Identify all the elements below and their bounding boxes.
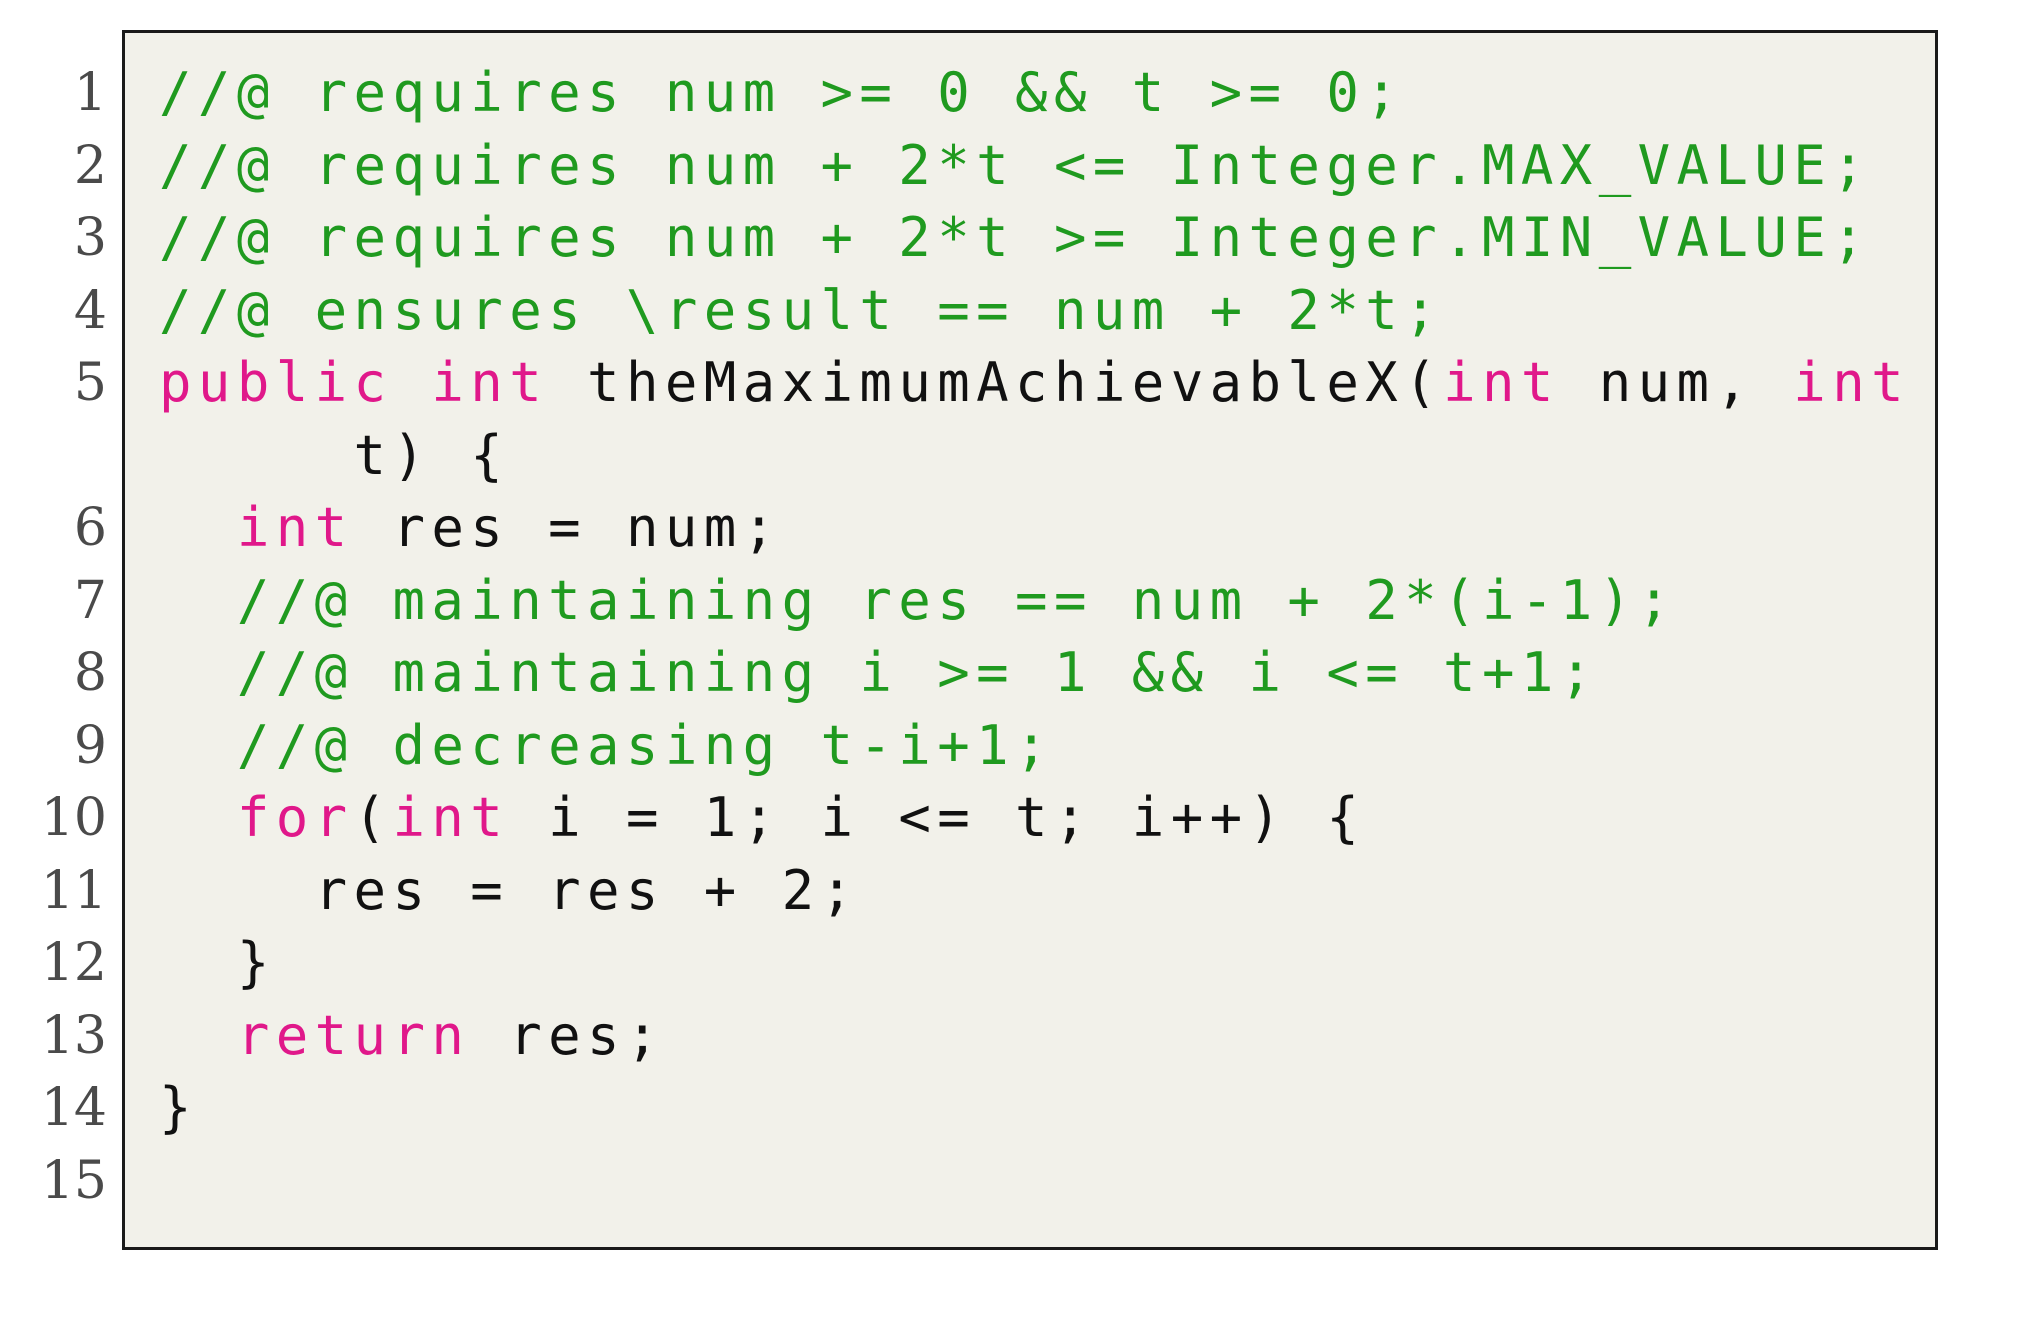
code-text: return res; bbox=[159, 1000, 665, 1072]
code-token-plain: } bbox=[159, 1076, 198, 1139]
code-line: 8 //@ maintaining i >= 1 && i <= t+1; bbox=[74, 637, 1935, 709]
line-number: 1 bbox=[73, 63, 107, 123]
code-line: 7 //@ maintaining res == num + 2*(i-1); bbox=[74, 565, 1935, 637]
code-token-comment: //@ requires num >= 0 && t >= 0; bbox=[159, 61, 1405, 124]
code-token-keyword: public bbox=[159, 351, 393, 414]
code-token-keyword: int bbox=[431, 351, 549, 414]
code-text: //@ maintaining i >= 1 && i <= t+1; bbox=[159, 637, 1599, 709]
code-token-plain: num, bbox=[1559, 351, 1794, 414]
code-token-plain bbox=[159, 641, 237, 704]
line-number: 6 bbox=[73, 498, 107, 558]
code-token-plain: res = res + 2; bbox=[159, 858, 860, 922]
code-token-plain bbox=[159, 786, 237, 849]
code-token-plain: theMaximumAchievableX( bbox=[548, 351, 1444, 414]
code-token-keyword: for bbox=[236, 786, 354, 849]
code-token-comment: //@ requires num + 2*t >= Integer.MIN_VA… bbox=[159, 206, 1872, 269]
code-token-plain: ( bbox=[353, 786, 393, 849]
code-line: 10 for(int i = 1; i <= t; i++) { bbox=[41, 782, 1935, 854]
code-line: 4 //@ ensures \result == num + 2*t; bbox=[74, 275, 1935, 347]
code-text: //@ decreasing t-i+1; bbox=[159, 710, 1054, 782]
code-token-comment: //@ requires num + 2*t <= Integer.MAX_VA… bbox=[159, 133, 1872, 197]
code-token-keyword: return bbox=[236, 1003, 471, 1067]
line-number: 7 bbox=[73, 570, 107, 631]
code-token-plain: } bbox=[159, 931, 276, 994]
code-line: 13 return res; bbox=[41, 1000, 1935, 1072]
code-line: 12 } bbox=[41, 927, 1935, 999]
line-number: 4 bbox=[73, 280, 107, 341]
line-number: 2 bbox=[73, 135, 107, 196]
code-token-keyword: int bbox=[1793, 351, 1911, 414]
code-line: 11 res = res + 2; bbox=[41, 855, 1935, 927]
code-token-plain bbox=[159, 714, 237, 777]
code-line: 3 //@ requires num + 2*t >= Integer.MIN_V… bbox=[74, 202, 1935, 274]
code-token-comment: //@ maintaining res == num + 2*(i-1); bbox=[236, 568, 1677, 632]
code-text: //@ maintaining res == num + 2*(i-1); bbox=[159, 565, 1677, 637]
code-token-plain bbox=[159, 569, 237, 632]
line-number: 13 bbox=[40, 1005, 107, 1066]
code-token-plain bbox=[392, 351, 431, 414]
line-number: 8 bbox=[73, 643, 107, 703]
code-line: 14} bbox=[41, 1072, 1935, 1144]
code-text: } bbox=[159, 1072, 198, 1144]
code-text: res = res + 2; bbox=[159, 855, 859, 927]
line-number: 5 bbox=[73, 353, 107, 413]
code-token-comment: //@ ensures \result == num + 2*t; bbox=[159, 278, 1444, 342]
code-token-keyword: int bbox=[236, 496, 354, 559]
code-text: public int theMaximumAchievableX(int num… bbox=[159, 347, 1910, 419]
code-listing: 1 //@ requires num >= 0 && t >= 0; 2 //@ re… bbox=[41, 30, 1938, 1250]
line-number: 10 bbox=[40, 788, 107, 848]
code-token-comment: //@ decreasing t-i+1; bbox=[236, 713, 1054, 777]
code-line: 15 bbox=[41, 1145, 1935, 1217]
code-token-plain bbox=[159, 1004, 237, 1067]
line-number: 14 bbox=[40, 1078, 107, 1138]
code-line: 9 //@ decreasing t-i+1; bbox=[74, 710, 1935, 782]
code-text: //@ requires num >= 0 && t >= 0; bbox=[159, 57, 1404, 129]
code-token-plain: res; bbox=[470, 1003, 665, 1067]
code-text: //@ ensures \result == num + 2*t; bbox=[159, 275, 1443, 347]
code-line: 2 //@ requires num + 2*t <= Integer.MAX_V… bbox=[74, 130, 1935, 202]
code-token-keyword: int bbox=[1443, 351, 1560, 414]
code-line: 1 //@ requires num >= 0 && t >= 0; bbox=[74, 57, 1935, 129]
code-token-plain: i = 1; i <= t; i++) { bbox=[509, 786, 1366, 849]
code-line: 6 int res = num; bbox=[74, 492, 1935, 564]
code-text: //@ requires num + 2*t <= Integer.MAX_VA… bbox=[159, 130, 1871, 202]
line-number: 9 bbox=[73, 715, 107, 776]
code-text: for(int i = 1; i <= t; i++) { bbox=[159, 782, 1365, 854]
line-number: 3 bbox=[73, 208, 107, 268]
code-text: int res = num; bbox=[159, 492, 782, 564]
code-token-plain: res = num; bbox=[353, 496, 782, 559]
code-token-comment: //@ maintaining i >= 1 && i <= t+1; bbox=[236, 641, 1599, 704]
code-token-plain bbox=[159, 496, 237, 559]
line-number: 11 bbox=[40, 860, 107, 921]
line-number: 15 bbox=[40, 1150, 107, 1211]
line-number: 12 bbox=[40, 933, 107, 993]
code-text: t) { bbox=[159, 420, 509, 492]
code-token-plain: t) { bbox=[159, 423, 510, 487]
code-token-keyword: int bbox=[392, 786, 510, 849]
code-line: t) { bbox=[125, 420, 1935, 492]
code-text: } bbox=[159, 927, 276, 999]
code-text: //@ requires num + 2*t >= Integer.MIN_VA… bbox=[159, 202, 1871, 274]
